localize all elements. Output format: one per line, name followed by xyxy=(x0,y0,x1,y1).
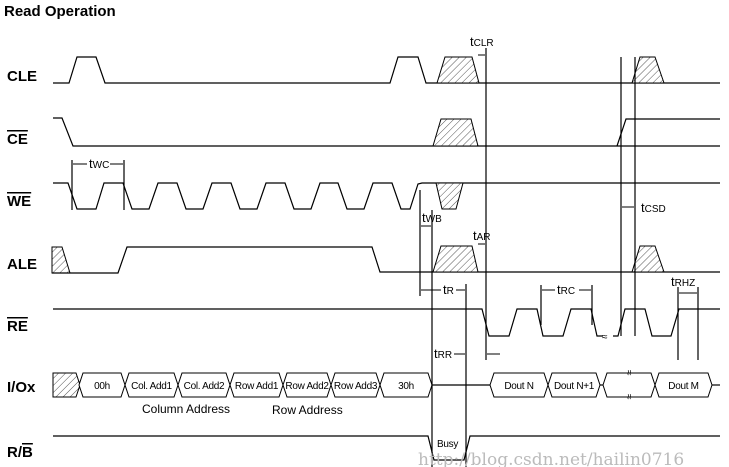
timing-label-tclr: tCLR xyxy=(470,34,494,49)
waveform-we xyxy=(53,182,720,210)
io-output-cycle: Dout N xyxy=(489,372,549,398)
bus-cycle-label: Dout N+1 xyxy=(554,381,595,392)
timing-label-twc: tWC xyxy=(89,156,109,171)
row-address-caption: Row Address xyxy=(272,403,343,417)
signal-label-io: I/Ox xyxy=(7,379,36,396)
waveform-rb xyxy=(53,435,720,461)
bus-cycle-label: Col. Add2 xyxy=(184,381,225,392)
timing-reference-lines xyxy=(71,48,699,467)
io-input-cycles: 00h Col. Add1 Col. Add2 Row Add1 Row Add2 Row… xyxy=(78,372,433,398)
bus-cycle-label: 00h xyxy=(94,381,110,392)
timing-label-trhz: tRHZ xyxy=(671,274,695,289)
timing-label-trc: tRC xyxy=(557,282,575,297)
busy-label: Busy xyxy=(437,439,458,450)
io-input-cycle: Col. Add2 xyxy=(177,372,231,398)
signal-label-rb: R/B xyxy=(7,444,33,461)
watermark: http://blog.csdn.net/hailin0716 xyxy=(418,450,684,467)
bus-cycle-label: 30h xyxy=(398,381,414,392)
waveform-ale xyxy=(51,245,720,274)
io-output-cycle: Dout M xyxy=(654,372,713,398)
bus-cycle-label: Row Add1 xyxy=(235,381,279,392)
io-output-cycle: Dout N+1 xyxy=(547,372,601,398)
signal-label-ce: CE xyxy=(7,131,28,148)
timing-label-twb: tWB xyxy=(422,210,442,225)
bus-cycle-label: Row Add2 xyxy=(285,381,329,392)
timing-label-tar: tAR xyxy=(473,228,491,243)
waveform-re: ≈ xyxy=(53,308,720,343)
io-input-cycle: Row Add3 xyxy=(330,372,381,398)
waveform-ce xyxy=(53,117,720,147)
bus-cycle-shape xyxy=(547,372,601,398)
diagram-title: Read Operation xyxy=(4,3,116,20)
io-input-cycle: 30h xyxy=(379,372,433,398)
timing-label-tr: tR xyxy=(443,282,454,297)
bus-cycle-label: Dout N xyxy=(504,381,533,392)
io-input-cycle: 00h xyxy=(78,372,126,398)
bus-cycle-label: Col. Add1 xyxy=(131,381,172,392)
bus-cycle-label: Row Add3 xyxy=(334,381,378,392)
timing-label-tcsd: tCSD xyxy=(641,200,666,215)
signal-label-cle: CLE xyxy=(7,68,37,85)
waveform-io xyxy=(52,372,720,398)
io-input-cycle: Row Add2 xyxy=(282,372,332,398)
break-mark-icon: ≈ xyxy=(602,332,608,343)
bus-cycle-label: Dout M xyxy=(668,381,698,392)
timing-label-trr: tRR xyxy=(434,346,452,361)
column-address-caption: Column Address xyxy=(142,402,230,416)
break-mark-icon: ≈ xyxy=(623,370,634,376)
signal-label-ale: ALE xyxy=(7,256,37,273)
timing-arrows xyxy=(73,54,697,355)
signal-label-we: WE xyxy=(7,193,31,210)
io-input-cycle: Col. Add1 xyxy=(124,372,179,398)
signal-label-re: RE xyxy=(7,318,28,335)
waveform-cle xyxy=(53,56,720,84)
bus-cycle-shape xyxy=(654,372,713,398)
io-input-cycle: Row Add1 xyxy=(229,372,284,398)
io-output-cycles: Dout N Dout N+1 Dout M ≈ ≈ xyxy=(489,370,713,400)
break-mark-icon: ≈ xyxy=(623,394,634,400)
